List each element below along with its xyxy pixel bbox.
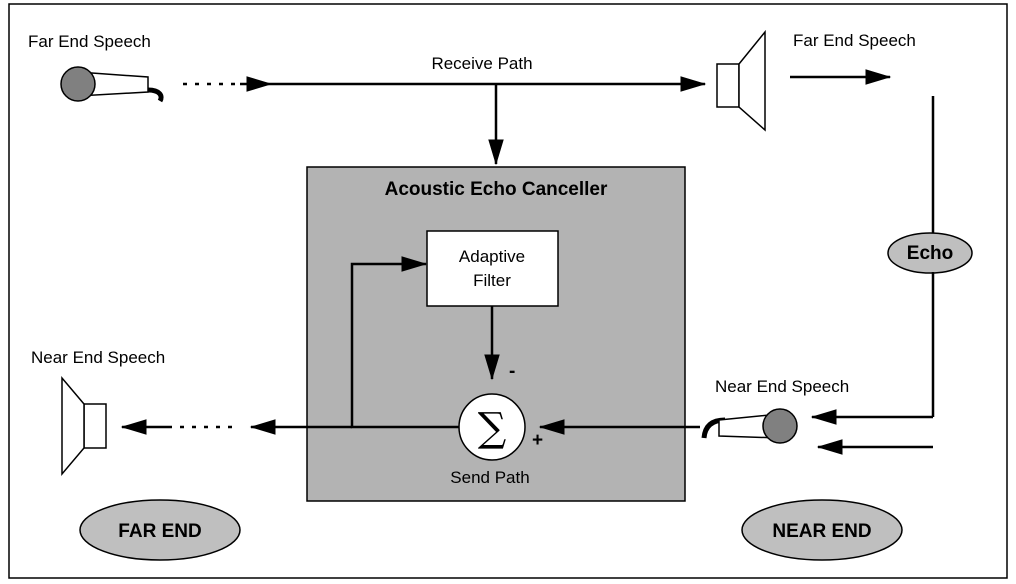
send-path-label: Send Path <box>450 468 529 487</box>
near-end-speaker-icon <box>61 375 107 477</box>
far-end-oval <box>79 499 241 561</box>
plus-sign: + <box>532 430 543 451</box>
far-end-speech-output-label: Far End Speech <box>793 31 916 50</box>
near-end-speech-output-label: Near End Speech <box>31 348 165 367</box>
minus-sign: - <box>509 361 515 382</box>
feedback-path-arrow <box>350 256 459 429</box>
sigma-symbol: ∑ <box>478 405 507 451</box>
summation-node <box>458 393 526 461</box>
near-end-microphone-icon <box>701 408 798 444</box>
adaptive-filter-label-line2: Filter <box>473 271 511 290</box>
adaptive-filter-box <box>426 230 559 307</box>
aec-title: Acoustic Echo Canceller <box>385 179 608 200</box>
echo-label: Echo <box>907 243 953 264</box>
near-end-label: NEAR END <box>772 521 871 542</box>
far-end-speaker-icon <box>716 29 766 132</box>
near-end-oval <box>741 499 903 561</box>
far-end-label: FAR END <box>118 521 201 542</box>
far-end-speech-input-label: Far End Speech <box>28 32 151 51</box>
near-end-speech-input-label: Near End Speech <box>715 377 849 396</box>
adaptive-filter-label-line1: Adaptive <box>459 247 525 266</box>
echo-oval <box>887 232 973 274</box>
receive-path-label: Receive Path <box>431 54 532 73</box>
far-end-microphone-icon <box>60 66 164 103</box>
